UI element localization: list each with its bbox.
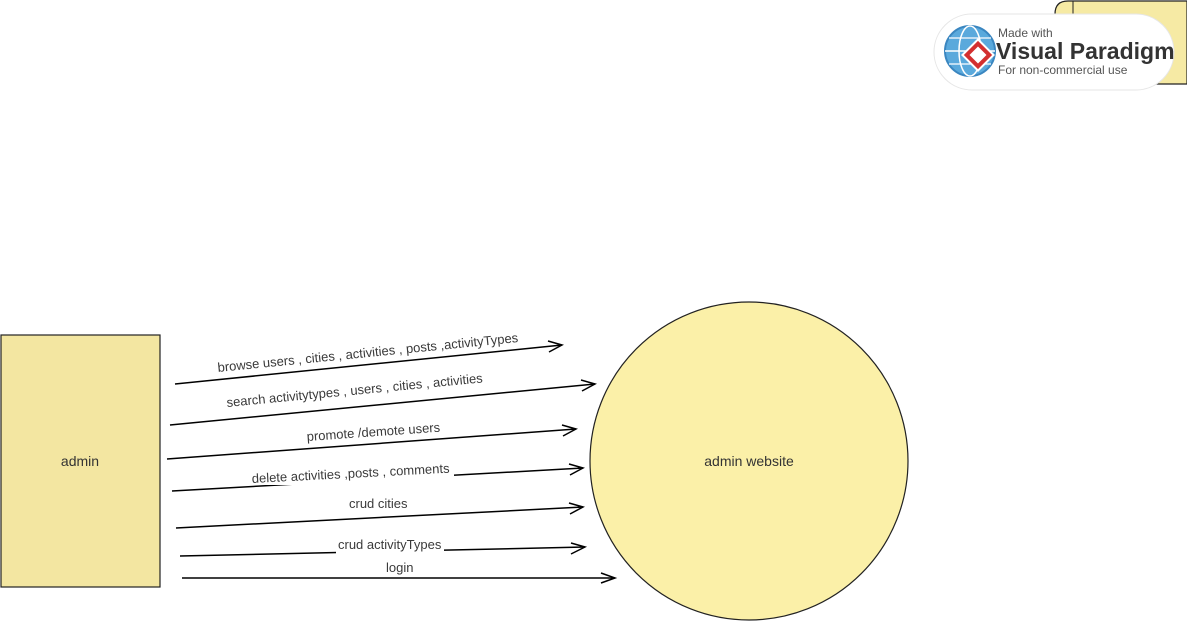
flow-delete[interactable]: delete activities ,posts , comments [171,461,585,492]
flow-crud-activitytypes[interactable]: crud activityTypes [179,537,588,557]
admin-entity[interactable] [0,334,161,588]
flow-browse-label: browse users , cities , activities , pos… [217,330,519,375]
watermark-badge [933,13,1175,91]
admin-website-label: admin website [704,453,794,469]
flow-crud-cities[interactable]: crud cities [175,496,585,529]
flow-browse[interactable]: browse users , cities , activities , pos… [174,330,564,385]
flow-promote[interactable]: promote /demote users [166,420,578,460]
watermark-line3: For non-commercial use [998,63,1128,77]
admin-website-process[interactable] [589,301,909,621]
flow-search-label: search activitytypes , users , cities , … [226,370,484,410]
watermark-line2: Visual Paradigm [996,38,1175,64]
flow-login-label: login [386,560,413,575]
visual-paradigm-watermark: Made with Visual Paradigm For non-commer… [933,13,1175,91]
flow-crud-cities-label: crud cities [349,496,408,511]
visual-paradigm-logo-icon [944,25,996,77]
admin-entity-label: admin [61,453,99,469]
flow-login[interactable]: login [182,560,618,584]
watermark-line1: Made with [998,26,1053,40]
flow-crud-activitytypes-label: crud activityTypes [338,537,442,552]
